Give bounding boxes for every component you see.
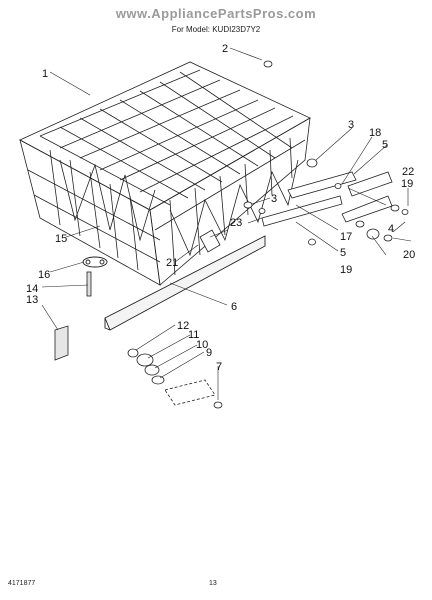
callout-5b: 5 <box>340 247 346 259</box>
callout-19b: 19 <box>340 264 352 276</box>
watermark-title: www.AppliancePartsPros.com <box>115 6 317 21</box>
callout-6: 6 <box>231 301 237 313</box>
track-endcap <box>54 325 69 361</box>
bracket-assembly <box>199 60 409 253</box>
callout-7: 7 <box>216 361 222 373</box>
callout-21: 21 <box>166 257 178 269</box>
callout-4: 4 <box>388 223 394 235</box>
callout-13: 13 <box>26 294 38 306</box>
callout-15: 15 <box>55 233 67 245</box>
pin-part <box>86 271 92 297</box>
callout-23: 23 <box>230 217 242 229</box>
callout-18: 18 <box>369 127 381 139</box>
callout-3b: 3 <box>271 193 277 205</box>
callout-12: 12 <box>177 320 189 332</box>
callout-5a: 5 <box>382 139 388 151</box>
document-code: 4171877 <box>8 580 36 587</box>
callout-9: 9 <box>206 347 212 359</box>
callout-11: 11 <box>188 329 199 341</box>
model-label: For Model: KUDI23D7Y2 <box>171 25 261 34</box>
roller-hardware <box>127 348 223 409</box>
callout-14: 14 <box>26 283 38 295</box>
callout-10: 10 <box>196 339 208 351</box>
rack-track <box>104 235 266 331</box>
callout-3a: 3 <box>348 119 354 131</box>
dishrack-basket <box>19 61 311 286</box>
callout-20: 20 <box>403 249 415 261</box>
callout-19a: 19 <box>401 178 413 190</box>
page-number: 13 <box>209 580 217 587</box>
callout-1: 1 <box>42 68 48 80</box>
callout-labels: 1 2 3 3 4 5 5 6 7 9 10 11 12 13 14 15 16… <box>26 43 415 373</box>
callout-16: 16 <box>38 269 50 281</box>
callout-22: 22 <box>402 166 414 178</box>
callout-2: 2 <box>222 43 228 55</box>
callout-17: 17 <box>340 231 352 243</box>
rack-wheel <box>82 256 108 268</box>
leader-lines <box>41 47 412 400</box>
